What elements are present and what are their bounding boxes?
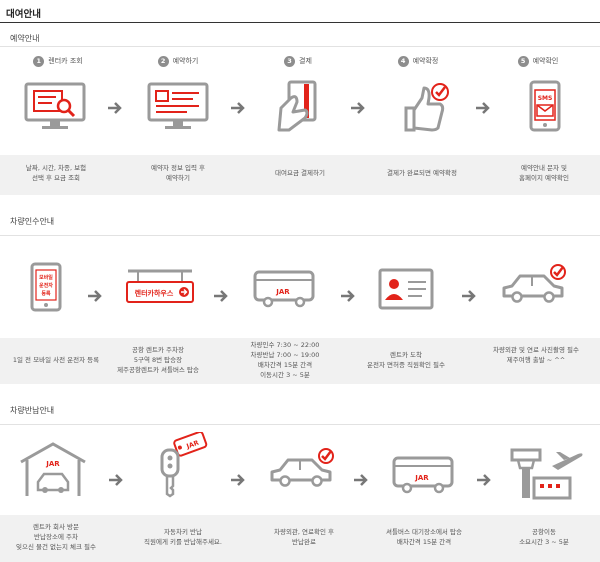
reservation-divider xyxy=(0,46,600,47)
step-number: 1 xyxy=(33,55,45,67)
shuttle-bus-return-icon: JAR xyxy=(392,456,454,494)
pickup-step-1-desc: 1일 전 모바일 사전 운전자 등록 xyxy=(12,356,100,364)
return-desc-band xyxy=(0,515,600,562)
phone-register-icon: 모바일 운전자 등록 xyxy=(30,262,62,312)
reservation-step-4-desc: 결제가 완료되면 예약확정 xyxy=(387,169,457,177)
phone-register-line-2: 운전자 xyxy=(39,282,53,289)
license-card-icon xyxy=(378,268,434,310)
arrow-right-icon xyxy=(351,102,365,114)
car-check-icon xyxy=(502,264,566,303)
step-label: 예약확정 xyxy=(412,57,439,65)
garage-icon: JAR xyxy=(20,442,86,496)
step-number: 4 xyxy=(397,55,409,67)
phone-sms-icon: SMS xyxy=(529,80,561,132)
arrow-right-icon xyxy=(354,474,368,486)
monitor-search-icon xyxy=(24,82,86,129)
car-return-check-icon xyxy=(270,448,334,487)
title-divider xyxy=(0,22,600,23)
step-label: 결제 xyxy=(299,57,312,65)
card-payment-icon xyxy=(277,80,317,132)
step-number: 3 xyxy=(284,55,296,67)
reservation-desc-band xyxy=(0,155,600,195)
arrow-right-icon xyxy=(231,474,245,486)
sign-text: 렌터카하우스 xyxy=(135,289,174,298)
pickup-section-title: 차량인수안내 xyxy=(10,217,55,226)
garage-text: JAR xyxy=(45,460,60,468)
arrow-right-icon xyxy=(477,474,491,486)
arrow-right-icon xyxy=(214,290,228,302)
arrow-right-icon xyxy=(231,102,245,114)
reservation-section-title: 예약안내 xyxy=(10,34,40,43)
reservation-step-3-desc: 대여요금 결제하기 xyxy=(275,169,325,177)
arrow-right-icon xyxy=(462,290,476,302)
phone-register-line-3: 등록 xyxy=(41,290,51,297)
page-title: 대여안내 xyxy=(6,9,41,20)
step-label: 예약하기 xyxy=(172,57,199,65)
bus-text: JAR xyxy=(275,288,290,296)
step-label: 예약확인 xyxy=(532,57,559,65)
return-section-title: 차량반납안내 xyxy=(10,406,55,415)
step-label: 렌터카 조회 xyxy=(48,57,83,65)
arrow-right-icon xyxy=(108,102,122,114)
svg-text:SMS: SMS xyxy=(538,95,553,102)
arrow-right-icon xyxy=(109,474,123,486)
bus-text: JAR xyxy=(414,474,429,482)
car-key-icon: JAR xyxy=(160,432,208,498)
step-number: 2 xyxy=(157,55,169,67)
arrow-right-icon xyxy=(476,102,490,114)
arrow-right-icon xyxy=(88,290,102,302)
pickup-divider xyxy=(0,235,600,236)
rentacar-sign-icon: 렌터카하우스 xyxy=(126,269,194,303)
thumbs-up-check-icon xyxy=(404,83,449,132)
monitor-form-icon xyxy=(147,82,209,129)
step-number: 5 xyxy=(517,55,529,67)
return-divider xyxy=(0,424,600,425)
pickup-desc-band xyxy=(0,338,600,384)
phone-register-line-1: 모바일 xyxy=(39,274,53,281)
shuttle-bus-icon: JAR xyxy=(253,270,315,308)
airport-tower-icon xyxy=(510,448,583,500)
arrow-right-icon xyxy=(341,290,355,302)
